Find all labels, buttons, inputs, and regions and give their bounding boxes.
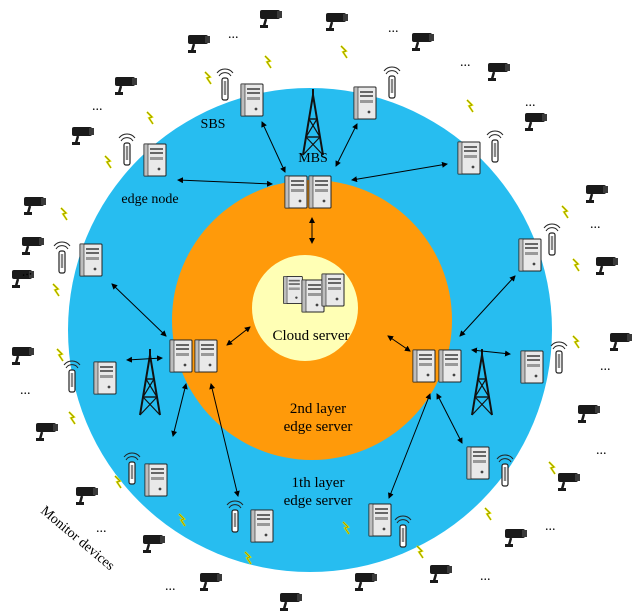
svg-text:...: ... [545,519,556,534]
layer2-label-line1: 2nd layer [290,401,346,417]
layer2-label-line2: edge server [284,419,353,435]
sbs-label: SBS [201,117,226,132]
layer1-label-line2: edge server [284,493,353,509]
connection-arrows [111,121,516,499]
layer1-label-line1: 1th layer [292,475,345,491]
svg-text:...: ... [525,95,536,110]
ellipsis-markers: ... ... ... ... ... ... ... ... ... ... … [20,21,611,594]
svg-text:...: ... [600,359,611,374]
svg-text:...: ... [590,217,601,232]
svg-text:...: ... [20,263,33,280]
mbs-label: MBS [298,151,328,166]
svg-text:...: ... [388,21,399,36]
svg-text:...: ... [165,579,176,594]
edge-node-label: edge node [121,192,178,207]
svg-text:...: ... [20,383,31,398]
svg-text:...: ... [596,443,607,458]
svg-text:...: ... [480,569,491,584]
svg-text:...: ... [460,55,471,70]
svg-text:...: ... [228,27,239,42]
svg-text:...: ... [96,521,107,536]
cloud-server-label: Cloud server [272,328,349,344]
svg-text:...: ... [92,99,103,114]
monitor-devices-label: Monitor devices [37,504,117,574]
